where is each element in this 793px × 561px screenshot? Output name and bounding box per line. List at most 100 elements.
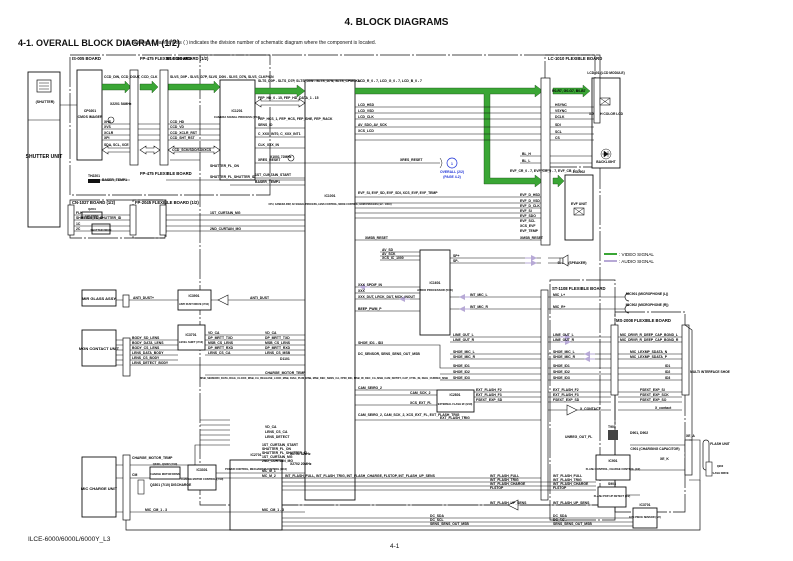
sig-st-ext-f3: EXT_FLASH_F3 [553, 393, 579, 397]
sig-ext-f2: EXT_FLASH_F2 [476, 388, 502, 392]
sig-st-line-l: LINE_OUT_L [553, 333, 574, 337]
connector-cn3701 [122, 337, 131, 377]
sig-bl-l: BL_L [522, 159, 530, 163]
sig-shutter-fl-on: SHUTTER_FL_ON [210, 164, 240, 168]
sig-pwr-lens-cs: LENS_CS_CA [265, 430, 288, 434]
unit-boxes [27, 69, 658, 531]
sig-xmsb: XMSB_RESET [365, 236, 389, 240]
ccd-box [76, 69, 103, 161]
video-bus-lcd-evf [354, 84, 544, 188]
flashctl-name: FLASH CONTROL, CHARGE CONTROL (1/2) [586, 467, 641, 471]
sig-hsync: HSYNC [555, 103, 567, 107]
sig-shutter-fl-id: SHUTTER_FL_SHUTTER_ID [210, 175, 256, 179]
connector-cn1101 [540, 77, 551, 174]
sig-xvs: XVS [104, 125, 112, 129]
sig-clk: CLK_XXX_IN [258, 143, 279, 147]
sig-c-xpt: C_XXX_INT0, C_XXX_INT1 [258, 132, 301, 136]
sig-x-contact-ms: X_contact [655, 406, 672, 410]
shutter-unit-box [27, 71, 61, 228]
connector-lc-out [593, 77, 601, 124]
sig-vsync: VSYNC [555, 109, 567, 113]
sig-st-id3: SHOE_ID3 [553, 376, 570, 380]
sig-fep: FEP_HD_0 - 15, FEP_HD_DATA_1 - 15 [258, 96, 319, 100]
sig-cn-shutter-id: SHUTTER_FL_SHUTTER_ID [76, 216, 122, 220]
sig-cpu-shoe: SHOE_ID1 - ID3 [358, 341, 383, 345]
sig-st-id2: SHOE_ID2 [553, 370, 570, 374]
sig-evf-sdo: EVF_SDO [520, 214, 536, 218]
section-title: 4-1. OVERALL BLOCK DIAGRAM (1/2) [18, 38, 180, 48]
microphone-l-icon [624, 292, 630, 302]
sig-pwr-shutter-on: SHUTTER_FL_ON [262, 447, 292, 451]
mcontact-box [81, 329, 117, 367]
sig-sp-minus: SP- [453, 259, 459, 263]
sig-sp-plus: SP+ [453, 254, 460, 258]
sig-evf-clk: EVF_D_CLK [520, 204, 540, 208]
sig-ext-f3: EXT_FLASH_F3 [476, 393, 502, 397]
discharge-switch-icon [137, 479, 145, 495]
sig-av-sd: AV_SD [382, 248, 394, 252]
pwr-name: POWER CONTROL, MECHANISM CONTROL (8/10) [225, 467, 287, 471]
sig-xmsb-reset: XMSB_RESET [520, 236, 544, 240]
backlight-led-icon [600, 148, 612, 160]
sig-cn-2c: 2C [76, 227, 81, 231]
is-board-outline [69, 54, 271, 196]
bus-fp-sdc [139, 145, 161, 155]
sig-sdi: SDI [555, 123, 561, 127]
sig-lrck: XXX_DUT, LRCK_DUT, MCK_INOUT [358, 295, 416, 299]
sig-av-sck: AV_SCK [382, 252, 396, 256]
sig-lens-data: LENS_DATA_BODY [132, 351, 164, 355]
sig-shoe-mic-l: SHOE_MIC_L [453, 350, 475, 354]
sig-cam-seri-3: XCS_EXT_FL [410, 401, 431, 405]
sig-int-mic-r: INT_MIC_R [470, 305, 488, 309]
sig-xtal: X1001 72MHz [270, 155, 292, 159]
shutter-icon-label: (SHUTTER) [36, 100, 55, 104]
sig-pwr-flash: INT_FLASH_FULL, INT_FLASH_TRIG, INT_FLAS… [285, 474, 436, 478]
sig-ms-line-l: MIC_DRVR_R_DEEP_CAP_BOND_L [620, 333, 678, 337]
label-fp1: FP-475 FLEXIBLE BOARD [140, 56, 192, 61]
flashdrv-name: FLASH DRIVE [711, 471, 729, 475]
flashdrv-ref: Q902 [717, 464, 724, 468]
evf-icon [573, 207, 585, 216]
evf-label: EVF UNIT [571, 202, 588, 206]
sig-xres-2: XRES_RESET [400, 158, 423, 162]
chgdrv-box [149, 466, 181, 480]
audio-name: AUDIO PROCESSOR (5/10) [417, 288, 453, 292]
video-arrow-lcd [552, 84, 591, 98]
charging-cap-label: C901 (CHARGING CAPACITOR) [630, 447, 679, 451]
sig-lcd-hsd: LCD_HSD [358, 103, 375, 107]
antidust-name: ANTI DUST DRIVE (7/10) [179, 302, 209, 306]
extflash-ref: IC2801 [450, 393, 461, 397]
flash-unit-label: FLASH UNIT [710, 442, 730, 446]
lcd-module-label: LCD901 (LCD MODULE) [587, 71, 624, 75]
ic-labels: CP0201 CMOS IMAGER IC1201 CAMERA SIGNAL … [78, 109, 729, 519]
sig-ccd-vd: CCD_VD [170, 125, 184, 129]
sig-baser-temp-is: BASER_TEMP1 [102, 178, 127, 182]
sig-dc-sda: DC_SDA [430, 514, 444, 518]
sig-fsext-sd: FSEXT_EXP_SD [476, 398, 503, 402]
sig-mc-m2: MC_M_2 [262, 474, 276, 478]
video-buses [101, 80, 591, 188]
sig-av-ser: AV_SDO, AV_SCK [358, 123, 388, 127]
video-arrow-fp [139, 80, 159, 94]
sig-ms-fsext-sck: FSEXT_EXP_SCK [640, 393, 669, 397]
sig-pwr-1st: 1ST_CURTAIN_START [262, 443, 299, 447]
sig-msb-cs: MSB_CS_LENS [208, 341, 234, 345]
sig-ms-id3: ID3 [665, 376, 670, 380]
sig-dp-rxd: DP_MRTT_RXD [208, 346, 234, 350]
bus-cam-sdc [167, 145, 221, 155]
sig-st-flash-full: INT_FLASH_FULL [553, 474, 582, 478]
label-sy: SY-1038 BOARD (1/2) [166, 56, 209, 61]
transformer-icon [608, 430, 618, 440]
audio-signals [359, 255, 595, 362]
popup-name: FLASH POP-UP DETECT (1/2) [594, 494, 631, 498]
sig-cpu-dp-rxd: DP_MRTT_RXD [265, 346, 291, 350]
legend-audio-label: : AUDIO SIGNAL [619, 259, 654, 264]
crystal-cpu-icon [287, 154, 295, 162]
connector-cn2201 [67, 204, 75, 236]
sig-1st-curtain-start: 1ST_CURTAIN_START [255, 173, 292, 177]
popup-ref: S903 [608, 482, 616, 486]
sig-shoe-id3: SHOE_ID3 [453, 376, 470, 380]
sig-beep: BEEP_PWM_P [358, 307, 382, 311]
sig-xcs-lcd: XCS_LCD [358, 129, 374, 133]
